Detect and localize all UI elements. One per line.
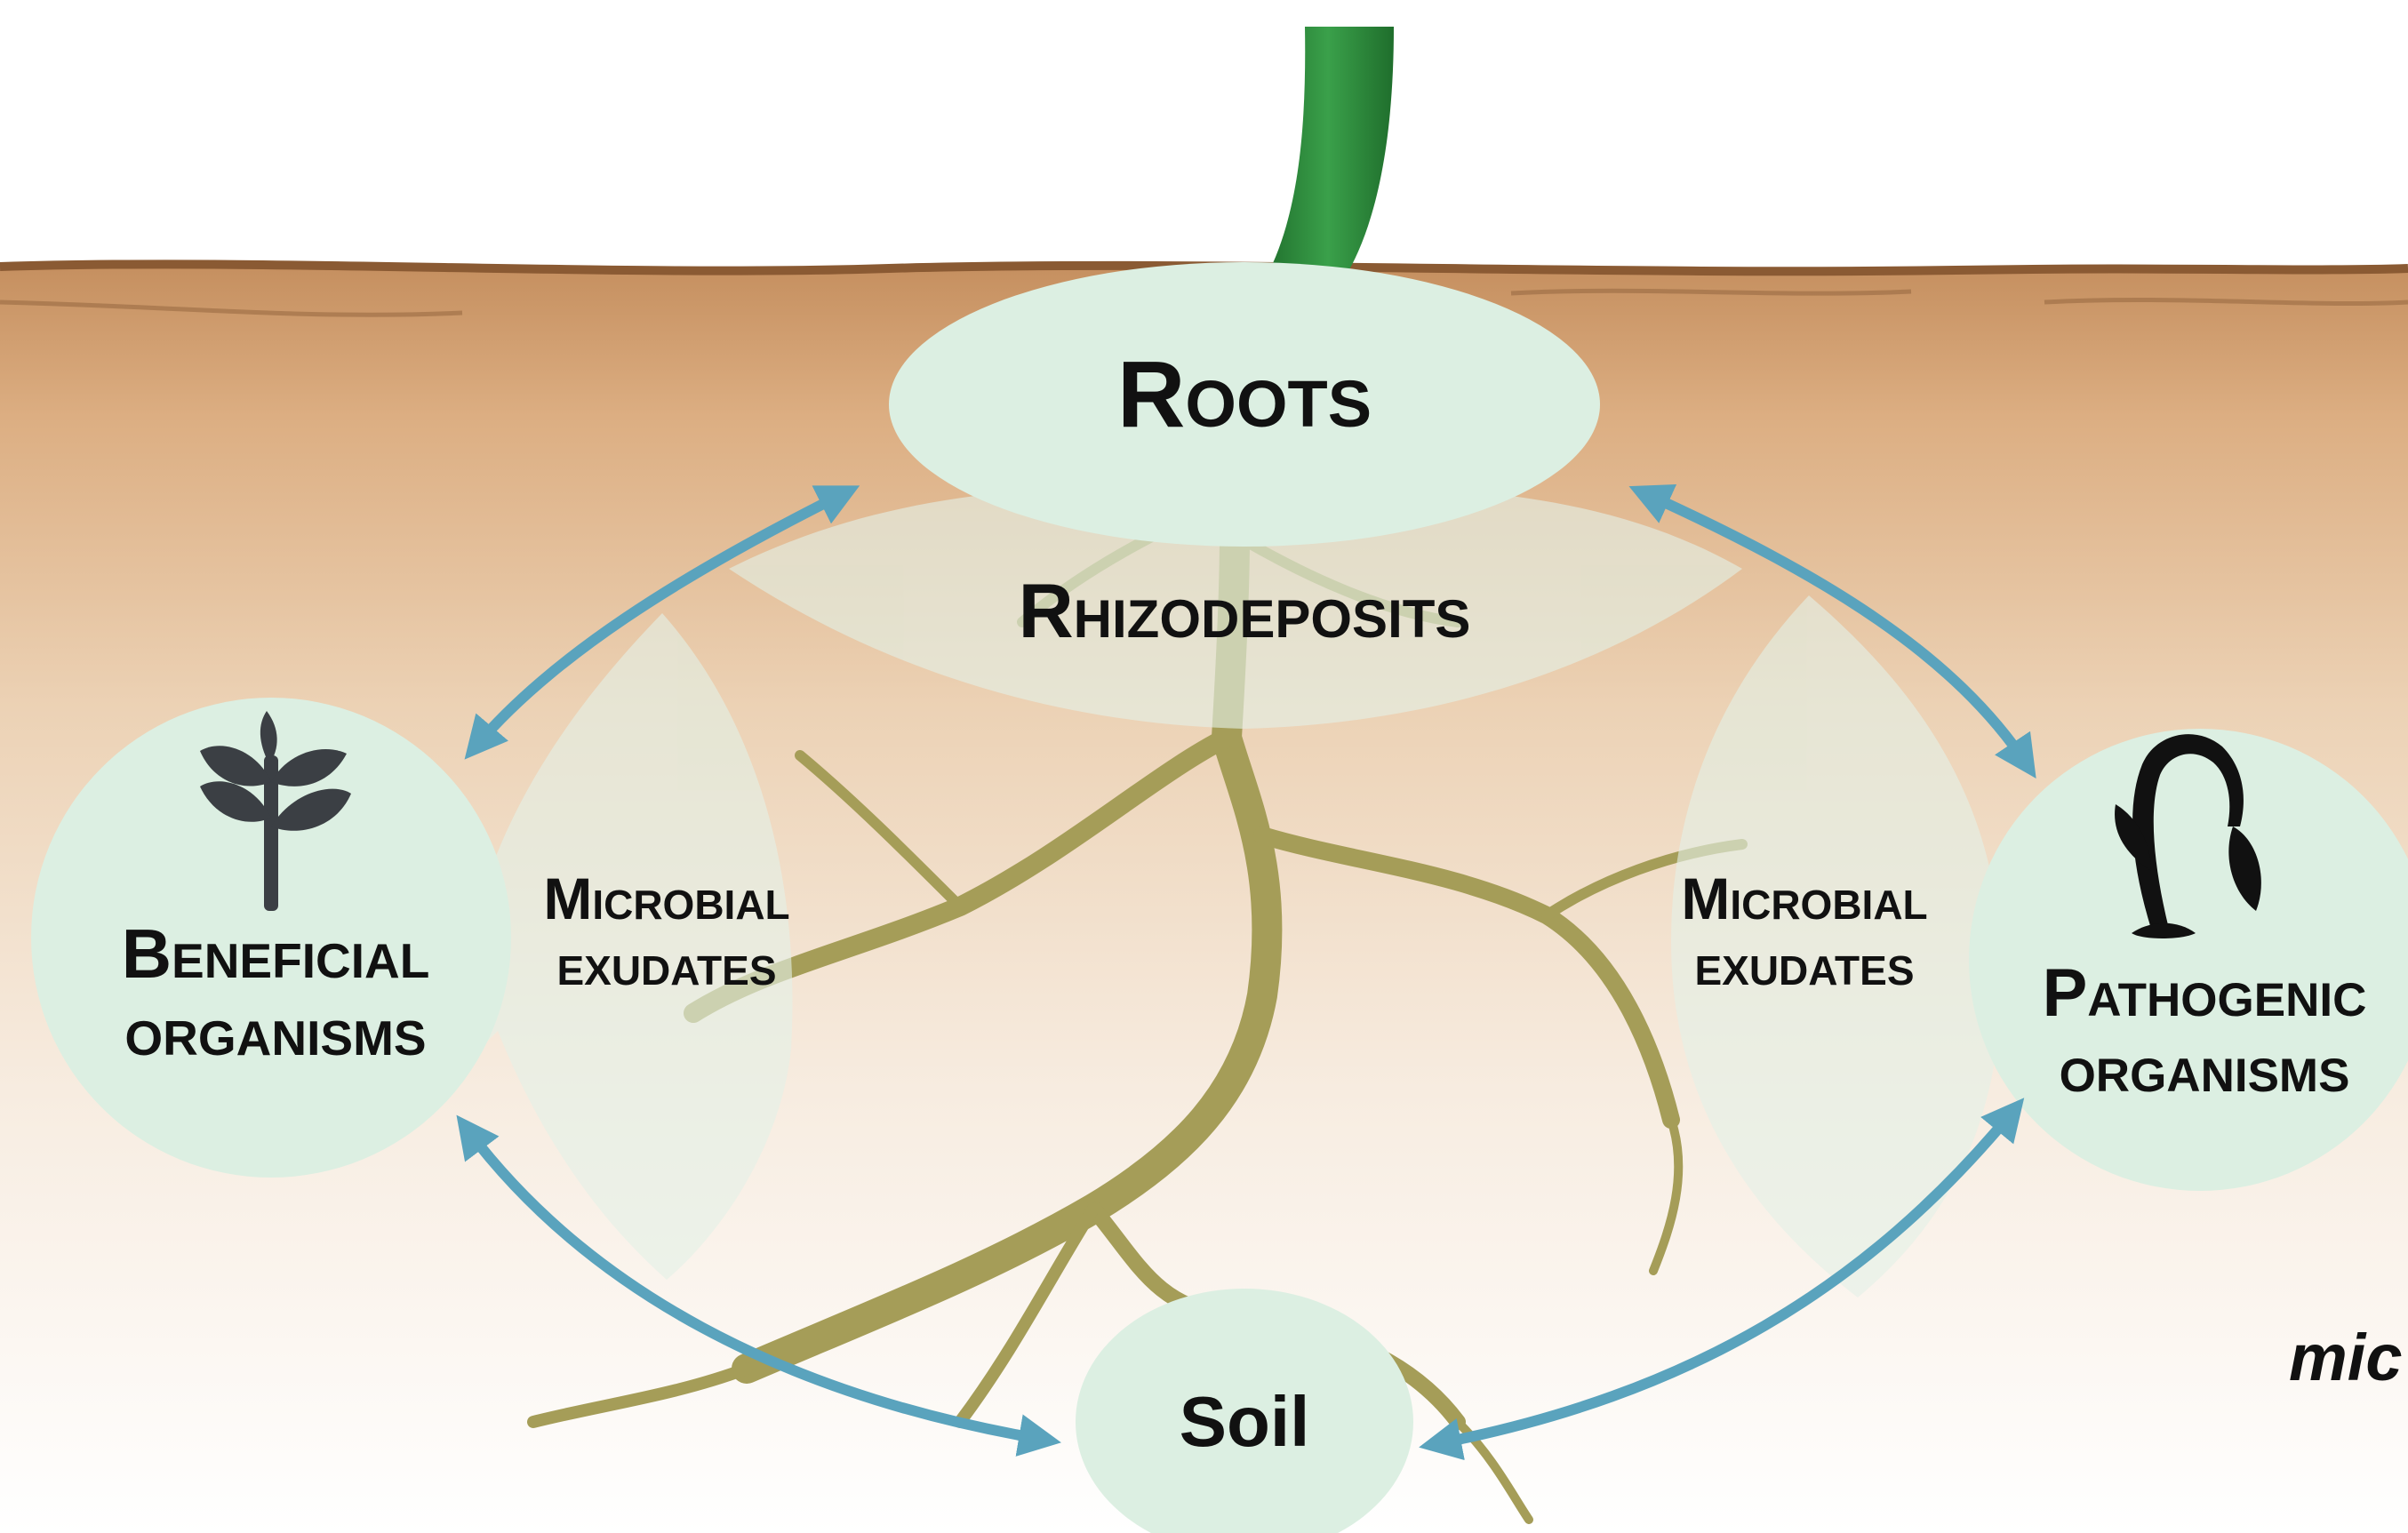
pathogenic-line-2: organisms	[1982, 1031, 2408, 1106]
soil-text: Soil	[1120, 1382, 1369, 1462]
beneficial-line-1: Beneficial	[53, 915, 498, 993]
exudates-left-line-1: Microbial	[480, 866, 853, 932]
edge-text-fragment: mic	[2289, 1320, 2403, 1395]
plant-stem	[1262, 27, 1394, 284]
roots-label: Roots	[1022, 342, 1467, 448]
beneficial-line-2: organisms	[53, 993, 498, 1070]
soil-label: Soil	[1120, 1382, 1369, 1462]
pathogenic-line-1: Pathogenic	[1982, 955, 2408, 1031]
rhizodeposits-label: Rhizodeposits	[889, 569, 1600, 654]
exudates-right-line-2: exudates	[1618, 932, 1991, 998]
beneficial-label: Beneficial organisms	[53, 915, 498, 1071]
pathogenic-label: Pathogenic organisms	[1982, 955, 2408, 1106]
rhizodeposits-text: Rhizodeposits	[889, 569, 1600, 654]
roots-text: Roots	[1022, 342, 1467, 448]
microbial-exudates-right-label: Microbial exudates	[1618, 866, 1991, 998]
exudates-right-line-1: Microbial	[1618, 866, 1991, 932]
exudates-left-line-2: exudates	[480, 932, 853, 998]
microbial-exudates-left-label: Microbial exudates	[480, 866, 853, 998]
